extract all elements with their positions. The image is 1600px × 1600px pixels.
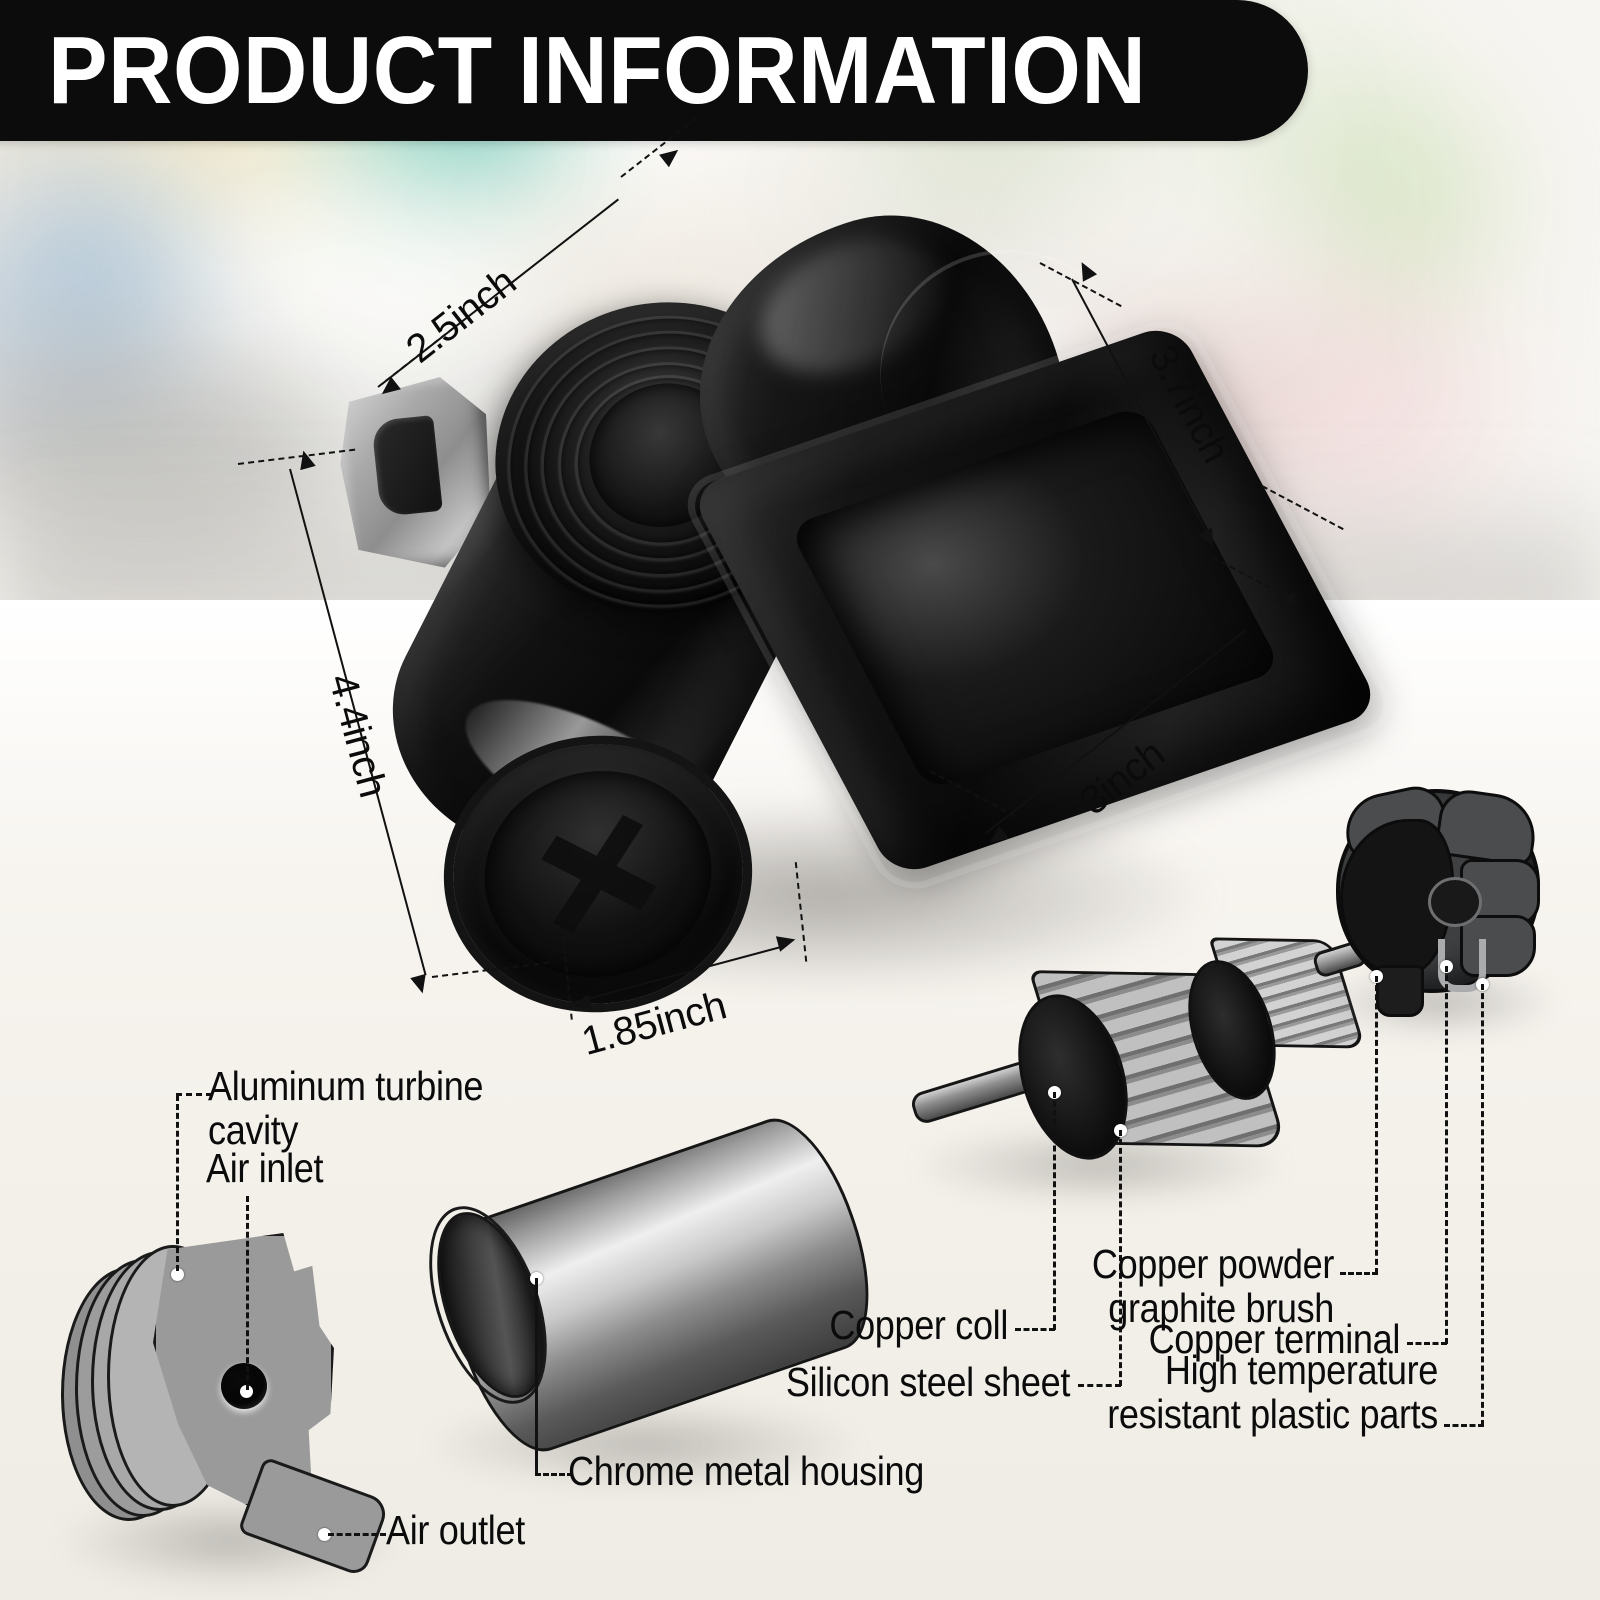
bracket-slot	[371, 415, 443, 517]
horn-trumpet	[660, 176, 1404, 899]
brush-holder-bore	[1428, 877, 1482, 927]
callout-label-aluminum-turbine-cavity: Aluminum turbine cavity	[208, 1063, 484, 1153]
rotor-armature-part	[908, 930, 1369, 1204]
brush-holder-part	[1310, 775, 1560, 1037]
header-banner: PRODUCT INFORMATION	[0, 0, 1308, 141]
page-title: PRODUCT INFORMATION	[48, 16, 1147, 124]
product-image	[330, 176, 1404, 1051]
brush-holder-tab	[1376, 965, 1424, 1017]
chrome-housing-part	[406, 1103, 894, 1488]
callout-label-silicon-steel-sheet: Silicon steel sheet	[785, 1359, 1070, 1405]
turbine-cavity-part	[55, 1215, 395, 1587]
marker-air-outlet	[318, 1528, 331, 1541]
callout-label-air-inlet: Air inlet	[206, 1145, 324, 1191]
callout-label-high-temperature-plastic: High temperature resistant plastic parts	[1107, 1347, 1438, 1437]
callout-label-copper-coil: Copper coll	[829, 1302, 1008, 1348]
callout-label-copper-terminal: Copper terminal	[1148, 1316, 1401, 1362]
callout-label-air-outlet: Air outlet	[386, 1507, 525, 1553]
marker-air-inlet	[240, 1385, 253, 1398]
marker-turbine-cavity	[171, 1268, 184, 1281]
callout-label-copper-powder-graphite-brush: Copper powder graphite brush	[1091, 1241, 1334, 1331]
callout-label-chrome-metal-housing: Chrome metal housing	[568, 1448, 924, 1494]
